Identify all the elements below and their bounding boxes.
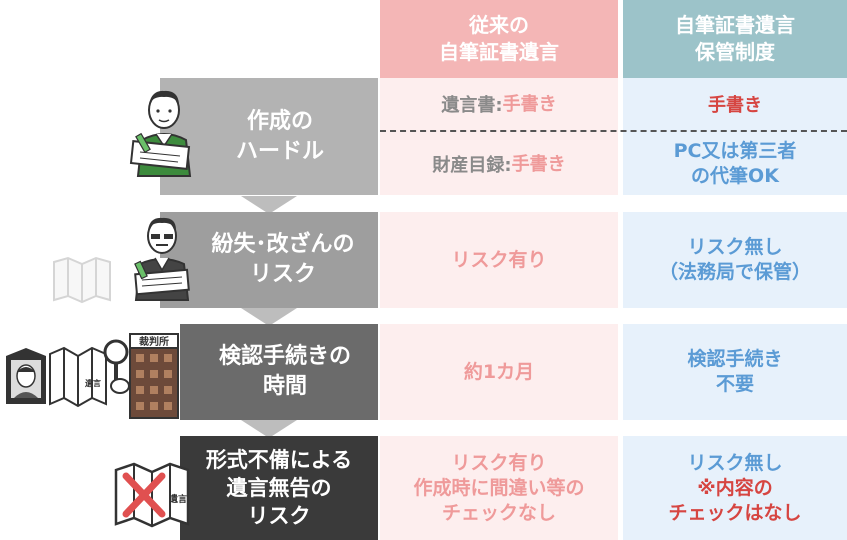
invalid-will-text: 遺言 (168, 493, 187, 505)
trad-probate-text: 約1カ月 (380, 324, 618, 420)
row-label-loss-line1: 紛失･改ざんの (211, 232, 355, 257)
sys-assets-line1: PC又は第三者 (673, 140, 797, 162)
trad-assets-label: 財産目録: (432, 155, 512, 176)
row-label-loss: 紛失･改ざんの リスク (160, 212, 378, 308)
portrait-frame-icon (6, 348, 46, 404)
trad-assets-value: 手書き (511, 153, 566, 175)
trad-format-line3: チェックなし (441, 501, 556, 524)
sys-format-text: リスク無し ※内容の チェックはなし (623, 436, 847, 540)
trad-format-line2: 作成時に間違い等の (413, 476, 585, 499)
sys-format-line3: チェックはなし (668, 501, 802, 524)
sys-probate-line1: 検認手続き (687, 348, 783, 370)
sys-assets-text: PC又は第三者 の代筆OK (623, 136, 847, 192)
row-divider-dashed (380, 130, 847, 132)
row-label-format-line3: リスク (247, 504, 311, 528)
sys-will-text: 手書き (708, 95, 762, 116)
sys-loss-line1: リスク無し (687, 236, 783, 258)
row-label-hurdle: 作成の ハードル (160, 78, 378, 195)
trad-loss-text: リスク有り (380, 212, 618, 308)
header-system-line1: 自筆証書遺言 (675, 13, 795, 37)
trad-format-text: リスク有り 作成時に間違い等の チェックなし (380, 436, 618, 540)
header-traditional: 従来の 自筆証書遺言 (380, 0, 618, 78)
header-system-line2: 保管制度 (695, 40, 775, 64)
header-storage-system: 自筆証書遺言 保管制度 (623, 0, 847, 78)
court-building-icon: 裁判所 (103, 333, 179, 419)
sys-format-line2: ※内容の (697, 476, 773, 499)
arrow-down-1 (241, 196, 297, 214)
sys-format-line1: リスク無し (687, 451, 783, 474)
arrow-down-3 (241, 420, 297, 438)
header-traditional-line2: 自筆証書遺言 (439, 40, 559, 64)
row-label-hurdle-line1: 作成の (246, 108, 313, 134)
sys-probate-text: 検認手続き 不要 (623, 324, 847, 420)
person-writing-illustration (129, 90, 192, 177)
row-label-hurdle-line2: ハードル (235, 138, 324, 164)
row-bg-hurdle-traditional (380, 78, 618, 195)
row-label-format: 形式不備による 遺言無告の リスク (180, 436, 378, 540)
trad-format-line1: リスク有り (451, 451, 547, 474)
header-traditional-line1: 従来の (469, 13, 529, 37)
sys-loss-text: リスク無し （法務局で保管） (623, 212, 847, 308)
trad-will-text: 遺言書: 手書き (380, 85, 618, 123)
worried-person-illustration (134, 217, 190, 301)
row-label-probate: 検認手続きの 時間 (180, 324, 378, 420)
row-bg-hurdle-system (623, 78, 847, 195)
sys-loss-line2: （法務局で保管） (658, 261, 811, 283)
row-label-probate-line1: 検認手続きの (218, 344, 351, 369)
row-label-format-line1: 形式不備による (205, 448, 353, 472)
invalid-will-icon: 遺言 (114, 462, 190, 528)
trad-will-label: 遺言書: (441, 95, 503, 116)
arrow-down-2 (241, 308, 297, 326)
sys-probate-line2: 不要 (715, 373, 754, 395)
trad-will-value: 手書き (502, 93, 557, 115)
will-document-text: 遺言 (84, 378, 101, 388)
will-document-icon: 遺言 (49, 346, 107, 408)
row-label-format-line2: 遺言無告の (226, 476, 332, 500)
row-label-loss-line2: リスク (249, 262, 316, 287)
row-label-probate-line2: 時間 (262, 374, 307, 399)
trad-assets-text: 財産目録: 手書き (380, 142, 618, 186)
court-sign-text: 裁判所 (139, 335, 169, 348)
faded-will-document-icon (53, 256, 111, 304)
sys-assets-line2: の代筆OK (691, 165, 779, 187)
